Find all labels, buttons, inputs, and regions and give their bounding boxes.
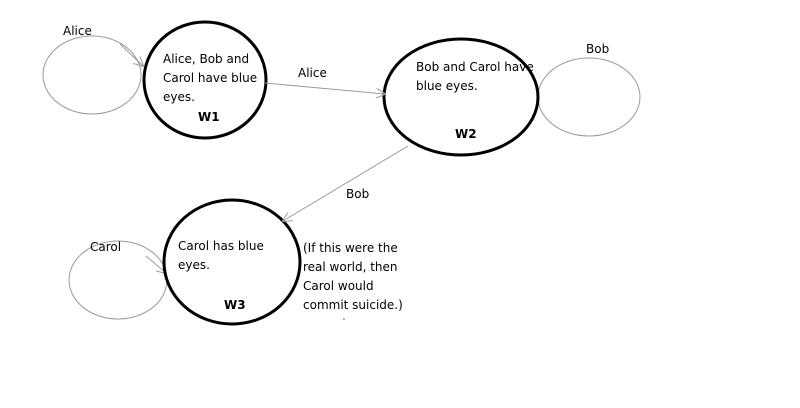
world-w1-text: Alice, Bob and Carol have blue eyes. — [163, 52, 258, 104]
self-loop-label-carol: Carol — [90, 240, 122, 254]
edge-w2-w3 — [283, 145, 409, 221]
self-loop-w2 — [537, 57, 641, 137]
self-loop-label-bob: Bob — [586, 42, 610, 56]
side-note: (If this were the real world, then Carol… — [303, 241, 403, 312]
self-loop-w1 — [42, 35, 142, 115]
edge-w1-w2 — [264, 82, 385, 94]
world-w3-text: Carol has blue eyes. — [178, 239, 264, 272]
self-loop-label-alice: Alice — [63, 24, 92, 38]
world-w3-label: W3 — [224, 298, 246, 312]
world-w1-circle — [142, 20, 268, 140]
edge-label-alice: Alice — [298, 66, 327, 80]
world-w3-circle — [162, 198, 302, 326]
stray-dot — [343, 318, 345, 320]
world-w1-label: W1 — [198, 110, 220, 124]
self-loop-w3-arrow — [145, 255, 166, 273]
world-w2-text: Bob and Carol have blue eyes. — [416, 60, 534, 93]
self-loop-w1-arrow — [119, 43, 143, 66]
world-w2-label: W2 — [455, 127, 477, 141]
edge-label-bob: Bob — [346, 187, 370, 201]
